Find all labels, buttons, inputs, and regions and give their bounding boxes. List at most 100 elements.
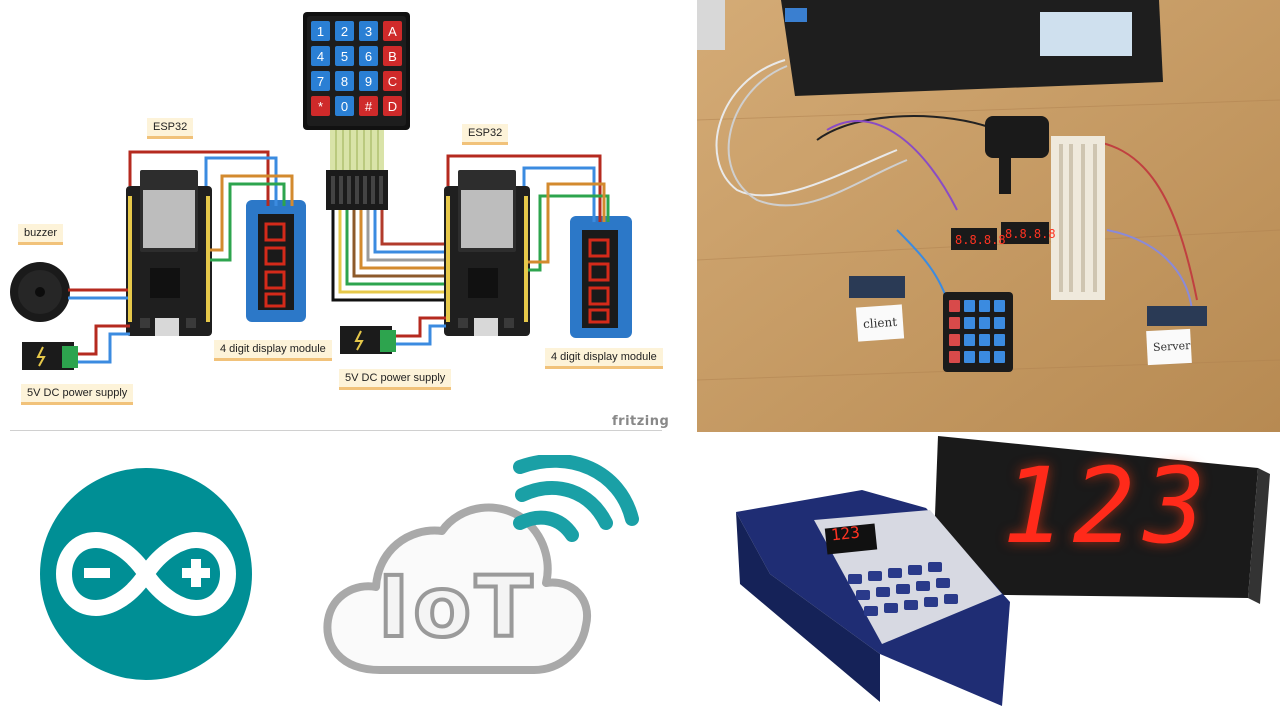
big-queue-number: 123 xyxy=(1002,445,1214,567)
keypad-key xyxy=(383,96,402,116)
keypad-key xyxy=(359,96,378,116)
keypad-key-label: # xyxy=(365,99,373,114)
keypad-key-label: C xyxy=(388,74,397,89)
photo-label-server: Server xyxy=(1152,339,1191,354)
svg-text:8.8.8.8: 8.8.8.8 xyxy=(955,233,1006,247)
photo-keypad-key xyxy=(964,334,975,346)
keypad-key xyxy=(311,71,330,91)
keypad-key xyxy=(335,96,354,116)
console-key xyxy=(856,590,870,600)
label-display-left: 4 digit display module xyxy=(214,340,332,361)
label-buzzer: buzzer xyxy=(18,224,64,245)
keypad-key-label: 2 xyxy=(341,24,348,39)
wifi-waves-icon xyxy=(513,453,639,542)
photo-keypad-key xyxy=(979,351,990,363)
small-queue-number: 123 xyxy=(830,522,861,545)
label-display-right: 4 digit display module xyxy=(545,348,663,369)
keypad-key-label: 7 xyxy=(317,74,324,89)
photo-keypad-key xyxy=(949,351,960,363)
console-key xyxy=(868,571,882,581)
power-jack-left xyxy=(22,324,130,370)
console-key xyxy=(924,597,938,607)
photo-keypad-key xyxy=(964,300,975,312)
keypad-key xyxy=(311,46,330,66)
cloud-icon xyxy=(323,453,639,674)
photo-keypad-key xyxy=(994,300,1005,312)
section-divider xyxy=(10,430,662,431)
console-key xyxy=(896,584,910,594)
console-key xyxy=(908,565,922,575)
keypad-key xyxy=(311,21,330,41)
photo-keypad-key xyxy=(979,300,990,312)
photo-keypad-key xyxy=(994,351,1005,363)
console-key xyxy=(944,594,958,604)
keypad-key xyxy=(383,71,402,91)
power-jack-right xyxy=(340,316,446,354)
keypad-key-label: D xyxy=(388,99,397,114)
photo-keypad-key xyxy=(949,300,960,312)
photo-keypad-key xyxy=(964,317,975,329)
photo-keypad-key xyxy=(994,334,1005,346)
label-esp32-right: ESP32 xyxy=(462,124,509,145)
photo-keypad-key xyxy=(994,317,1005,329)
keypad-key-label: 5 xyxy=(341,49,348,64)
photo-keypad-key xyxy=(964,351,975,363)
console-key xyxy=(888,568,902,578)
photo-keypad-key xyxy=(979,334,990,346)
left-display-wires xyxy=(128,150,294,262)
keypad-key-label: 3 xyxy=(365,24,372,39)
queue-system-photo: 123 123 xyxy=(730,434,1270,714)
photo-label-client: client xyxy=(862,314,898,332)
console-key xyxy=(928,562,942,572)
display-module-right xyxy=(570,216,632,338)
keypad-key xyxy=(335,71,354,91)
display-module-left xyxy=(246,200,306,322)
esp32-left xyxy=(126,170,212,336)
keypad-key-label: 6 xyxy=(365,49,372,64)
console-key xyxy=(884,603,898,613)
console-key xyxy=(936,578,950,588)
buzzer xyxy=(10,262,128,322)
console-key xyxy=(876,587,890,597)
keypad-key xyxy=(359,46,378,66)
photo-keypad-key xyxy=(949,317,960,329)
label-esp32-left: ESP32 xyxy=(147,118,194,139)
keypad-key-label: A xyxy=(388,24,397,39)
keypad-key-label: B xyxy=(388,49,397,64)
keypad-key xyxy=(335,21,354,41)
keypad-key-label: 4 xyxy=(317,49,324,64)
keypad-key xyxy=(383,46,402,66)
fritzing-watermark: fritzing xyxy=(612,414,670,429)
keypad-key-label: 0 xyxy=(341,99,348,114)
console-key xyxy=(916,581,930,591)
keypad-key-label: * xyxy=(318,99,323,114)
keypad-key xyxy=(383,21,402,41)
iot-text: IoT xyxy=(376,558,537,656)
console-key xyxy=(904,600,918,610)
esp32-right xyxy=(444,170,530,336)
svg-text:8.8.8.8: 8.8.8.8 xyxy=(1005,227,1056,241)
queue-system-svg xyxy=(736,436,1270,706)
keypad-key xyxy=(335,46,354,66)
arduino-logo-icon xyxy=(40,468,252,680)
right-display-wires xyxy=(446,154,610,272)
keypad-key xyxy=(359,71,378,91)
console-key xyxy=(864,606,878,616)
iot-cloud-logo: IoT xyxy=(320,453,650,685)
photo-keypad-key xyxy=(949,334,960,346)
console-key xyxy=(848,574,862,584)
keypad-key xyxy=(359,21,378,41)
arduino-logo xyxy=(40,468,252,680)
keypad-key-label: 8 xyxy=(341,74,348,89)
keypad-wires xyxy=(331,210,445,302)
label-power-right: 5V DC power supply xyxy=(339,369,452,390)
label-power-left: 5V DC power supply xyxy=(21,384,134,405)
keypad-key xyxy=(311,96,330,116)
photo-keypad-key xyxy=(979,317,990,329)
keypad-key-label: 9 xyxy=(365,74,372,89)
